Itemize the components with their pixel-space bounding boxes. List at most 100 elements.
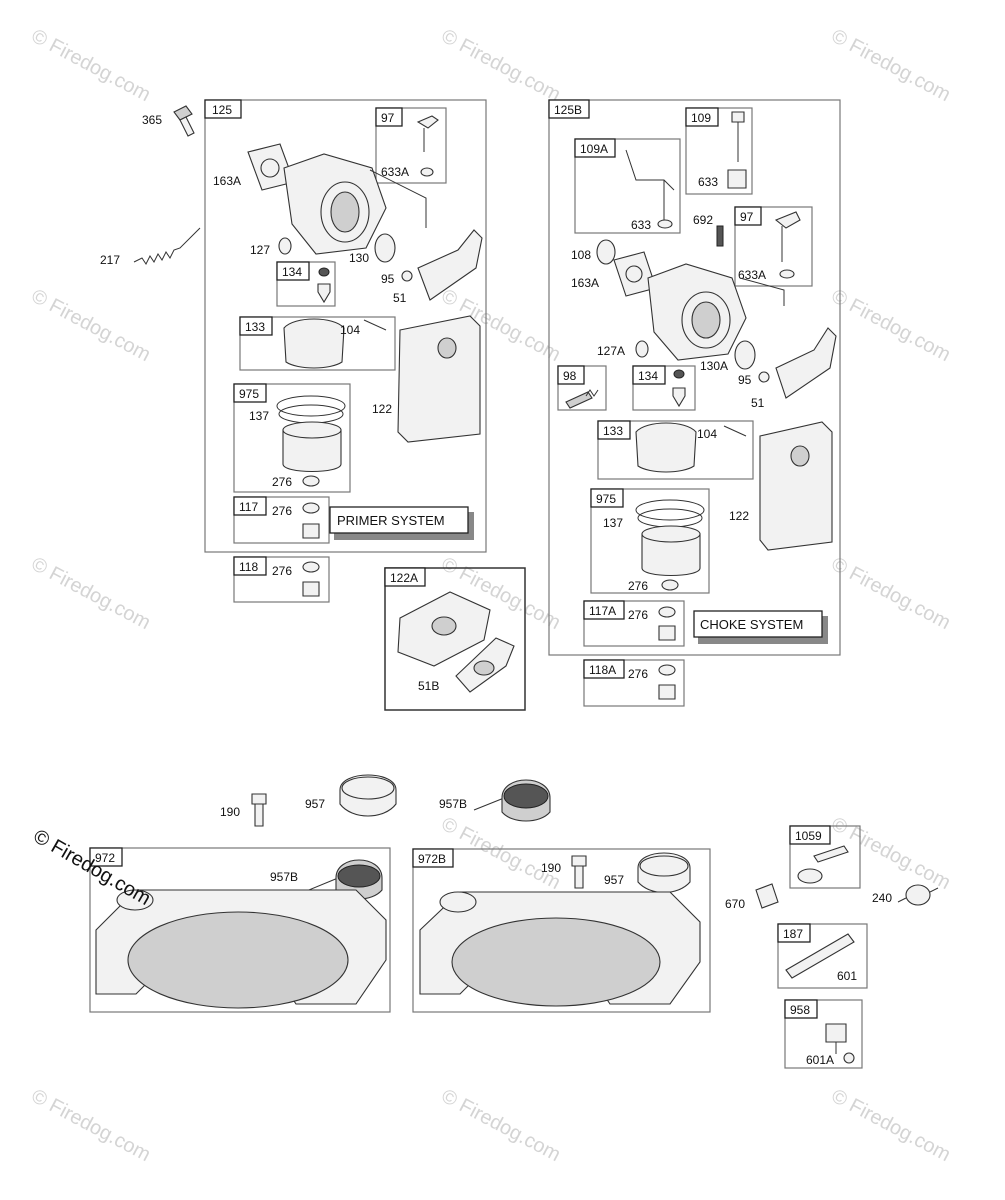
gasket-ring-icon xyxy=(276,395,346,417)
group-125: 125 97 633A 163A 127 130 95 51 134 xyxy=(204,99,487,553)
tag-125[interactable] xyxy=(204,99,242,119)
tank-neck-icon xyxy=(116,889,154,911)
fuel-cap-top-icon xyxy=(639,855,689,877)
bowl-nut-icon xyxy=(302,581,320,597)
tag-125B[interactable] xyxy=(548,99,590,119)
tag-118A[interactable] xyxy=(583,659,625,679)
tag-134b[interactable] xyxy=(632,365,666,385)
gasket-122-hole xyxy=(790,445,810,467)
label-51B: 51B xyxy=(418,679,439,693)
label-957: 957 xyxy=(305,797,325,811)
tag-97[interactable] xyxy=(375,107,403,127)
tag-134[interactable] xyxy=(276,261,310,281)
elbow-fitting-icon xyxy=(813,845,849,863)
inset-122A xyxy=(384,567,526,711)
lever-icon xyxy=(774,211,801,229)
bowl-rim-icon xyxy=(641,525,701,543)
inset-958 xyxy=(784,999,863,1069)
bowl-rim-icon xyxy=(282,421,342,439)
tank-neck-icon xyxy=(439,891,477,913)
part-122A: 122A 51B xyxy=(384,567,526,711)
tag-187[interactable] xyxy=(777,923,811,943)
fitting-190-icon xyxy=(251,793,267,805)
label-276: 276 xyxy=(628,667,648,681)
tag-134-text: 134 xyxy=(282,265,302,279)
label-122: 122 xyxy=(729,509,749,523)
label-957B: 957B xyxy=(270,870,298,884)
label-190: 190 xyxy=(541,861,561,875)
spring-217[interactable]: 217 xyxy=(100,227,201,267)
tag-975[interactable] xyxy=(233,383,267,403)
label-104: 104 xyxy=(340,323,360,337)
needle-valve-icon xyxy=(317,283,331,304)
lever-icon xyxy=(416,115,439,129)
vented-cap-top-icon xyxy=(503,783,549,809)
tag-975-text: 975 xyxy=(239,387,259,401)
tag-117[interactable] xyxy=(233,496,267,516)
watermark: © Firedog.com xyxy=(828,1085,954,1166)
tag-117-text: 117 xyxy=(239,500,258,514)
gasket-ring-icon xyxy=(635,499,705,521)
watermark: © Firedog.com xyxy=(828,285,954,366)
label-276: 276 xyxy=(272,504,292,518)
label-217: 217 xyxy=(100,253,120,267)
washer-icon xyxy=(779,269,795,279)
tag-122A[interactable] xyxy=(384,567,426,587)
tag-133b[interactable] xyxy=(597,420,631,440)
tag-109-text: 109 xyxy=(691,111,711,125)
inset-109A xyxy=(574,138,681,234)
tag-109A[interactable] xyxy=(574,138,616,158)
gasket-hole-icon xyxy=(260,158,280,178)
tag-972[interactable] xyxy=(89,847,123,867)
label-108: 108 xyxy=(571,248,591,262)
washer-276-icon xyxy=(302,475,320,487)
label-163A: 163A xyxy=(571,276,599,290)
tag-117A[interactable] xyxy=(583,600,625,620)
inset-118A xyxy=(583,659,685,707)
tether-icon xyxy=(473,797,505,811)
tag-972B[interactable] xyxy=(412,848,454,868)
inset-972 xyxy=(89,847,391,1013)
leader-line xyxy=(369,169,427,228)
label-95: 95 xyxy=(738,373,752,387)
tag-117A-text: 117A xyxy=(589,604,616,618)
inset-117 xyxy=(233,496,330,544)
o-ring-icon xyxy=(318,267,330,277)
inset-117A xyxy=(583,600,685,647)
choke-system-box xyxy=(693,610,823,638)
tag-118[interactable] xyxy=(233,556,267,576)
tag-97-text: 97 xyxy=(381,111,395,125)
washer-icon xyxy=(302,502,320,514)
watermark: © Firedog.com xyxy=(28,1085,154,1166)
tag-975b[interactable] xyxy=(590,488,624,508)
choke-lever-icon xyxy=(625,149,675,191)
inset-975b xyxy=(590,488,710,594)
o-ring-icon xyxy=(673,369,685,379)
washer-icon xyxy=(658,606,676,618)
washer-icon xyxy=(658,664,676,676)
label-365: 365 xyxy=(142,113,162,127)
label-633A: 633A xyxy=(738,268,766,282)
tag-109[interactable] xyxy=(685,107,719,127)
washer-276-icon xyxy=(661,579,679,591)
filter-240-icon xyxy=(905,884,931,906)
label-692: 692 xyxy=(693,213,713,227)
diaphragm-130-icon xyxy=(374,233,396,263)
tag-972B-text: 972B xyxy=(418,852,446,866)
tag-118-text: 118 xyxy=(239,560,258,574)
needle-valve-icon xyxy=(672,387,686,408)
group-125B: 125B 109 633 109A 633 692 97 633A 108 16… xyxy=(548,99,841,656)
gasket-51-icon xyxy=(775,327,837,399)
tag-972-text: 972 xyxy=(95,851,115,865)
bolt-365[interactable]: 365 xyxy=(142,105,195,137)
tag-98[interactable] xyxy=(557,365,585,385)
tag-958[interactable] xyxy=(784,999,818,1019)
gasket-122-icon xyxy=(397,315,481,443)
tag-97b[interactable] xyxy=(734,206,762,226)
inset-133 xyxy=(239,316,396,371)
tag-133[interactable] xyxy=(239,316,273,336)
label-104: 104 xyxy=(697,427,717,441)
part-118A: 118A 276 xyxy=(583,659,685,707)
tag-1059[interactable] xyxy=(789,825,831,845)
